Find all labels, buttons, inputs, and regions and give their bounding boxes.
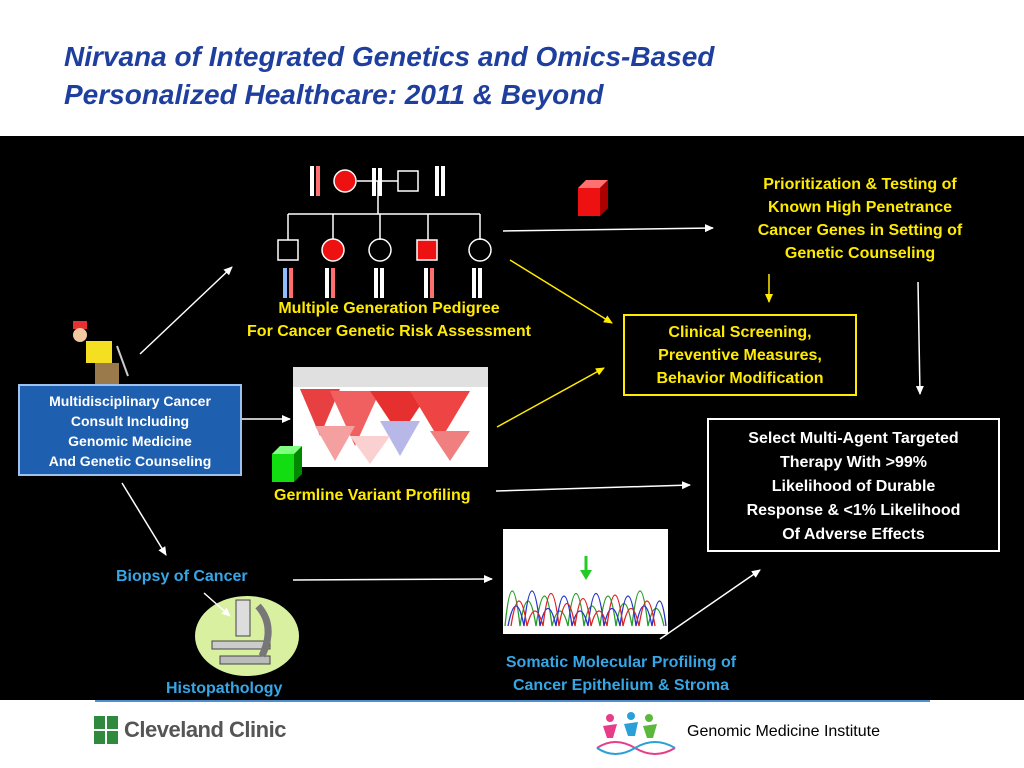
genomic-medicine-institute-text: Genomic Medicine Institute xyxy=(687,723,880,740)
pedigree-female xyxy=(368,238,392,262)
arrow-biopsy-to-histopathology xyxy=(203,592,231,617)
prioritization-line-1: Prioritization & Testing of xyxy=(763,176,957,193)
screening-box: Clinical Screening, Preventive Measures,… xyxy=(623,314,857,396)
genomic-medicine-institute-logo: Genomic Medicine Institute xyxy=(595,708,935,760)
consult-line-1: Multidisciplinary Cancer xyxy=(49,393,211,409)
diagram-graphics xyxy=(73,166,924,676)
germline-label: Germline Variant Profiling xyxy=(274,487,471,504)
therapy-line-5: Of Adverse Effects xyxy=(782,526,925,543)
pedigree-line-1: Multiple Generation Pedigree xyxy=(278,300,500,317)
therapy-line-3: Likelihood of Durable xyxy=(771,478,936,495)
title-line-1: Nirvana of Integrated Genetics and Omics… xyxy=(64,41,715,72)
arrow-somatic-to-therapy xyxy=(659,569,761,640)
title-line-2: Personalized Healthcare: 2011 & Beyond xyxy=(64,79,604,110)
pedigree-chart xyxy=(277,169,492,262)
pedigree-affected-male xyxy=(416,239,438,261)
pedigree-male xyxy=(277,239,299,261)
pedigree-affected-female xyxy=(321,238,345,262)
prioritization-line-3: Cancer Genes in Setting of xyxy=(757,222,963,239)
therapy-box: Select Multi-Agent Targeted Therapy With… xyxy=(707,418,1000,552)
slide-title: Nirvana of Integrated Genetics and Omics… xyxy=(64,38,964,114)
pedigree-line-2: For Cancer Genetic Risk Assessment xyxy=(247,323,531,340)
arrow-germline-to-therapy xyxy=(495,481,691,492)
cleveland-clinic-cross-icon xyxy=(94,716,118,744)
biopsy-label: Biopsy of Cancer xyxy=(116,568,248,585)
arrow-consult-to-biopsy xyxy=(121,482,167,556)
dna-people-icon xyxy=(596,712,676,755)
ld-heatmap xyxy=(293,367,488,467)
consult-line-3: Genomic Medicine xyxy=(68,433,192,449)
arrow-biopsy-to-somatic xyxy=(292,575,493,584)
prioritization-line-2: Known High Penetrance xyxy=(767,199,953,216)
red-cube-icon xyxy=(578,180,608,216)
patient-person-icon xyxy=(73,321,129,385)
dna-chromatogram xyxy=(503,529,668,634)
microscope-icon xyxy=(195,596,299,676)
green-cube-icon xyxy=(272,446,302,482)
consult-line-2: Consult Including xyxy=(70,413,190,429)
somatic-line-2: Cancer Epithelium & Stroma xyxy=(512,677,730,694)
histopathology-label: Histopathology xyxy=(166,680,283,697)
cleveland-clinic-text: Cleveland Clinic xyxy=(124,717,286,742)
prioritization-label: Prioritization & Testing of Known High P… xyxy=(725,173,995,265)
somatic-line-1: Somatic Molecular Profiling of xyxy=(505,654,737,671)
pedigree-label: Multiple Generation Pedigree For Cancer … xyxy=(212,297,566,343)
chromosome-bars xyxy=(283,166,482,298)
arrow-pedigree-to-prioritization xyxy=(502,224,714,233)
screening-line-2: Preventive Measures, xyxy=(658,347,822,364)
consult-line-4: And Genetic Counseling xyxy=(48,453,212,469)
diagram-panel: Multidisciplinary Cancer Consult Includi… xyxy=(0,136,1024,700)
pedigree-affected-female xyxy=(333,169,357,193)
screening-line-3: Behavior Modification xyxy=(656,370,824,387)
arrow-pedigree-to-screening xyxy=(509,259,613,324)
pedigree-male xyxy=(397,170,419,192)
therapy-line-4: Response & <1% Likelihood xyxy=(746,502,961,519)
arrow-consult-to-pedigree xyxy=(139,266,233,355)
somatic-label: Somatic Molecular Profiling of Cancer Ep… xyxy=(470,651,772,697)
pedigree-female xyxy=(468,238,492,262)
footer-divider xyxy=(95,700,930,702)
prioritization-line-4: Genetic Counseling xyxy=(784,245,936,262)
arrow-germline-to-screening xyxy=(496,367,605,428)
arrow-prioritization-to-therapy xyxy=(915,281,924,395)
screening-line-1: Clinical Screening, xyxy=(668,324,812,341)
therapy-line-1: Select Multi-Agent Targeted xyxy=(748,430,959,447)
therapy-line-2: Therapy With >99% xyxy=(779,454,927,471)
consult-box: Multidisciplinary Cancer Consult Includi… xyxy=(18,384,242,476)
